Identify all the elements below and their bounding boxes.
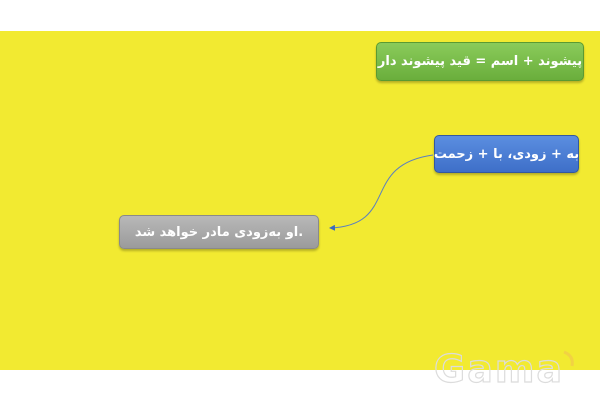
formula-text: پیشوند + اسم = قید پیشوند دار — [377, 54, 583, 69]
sentence-box: .او به‌زودی مادر خواهد شد — [119, 215, 319, 249]
gama-logo: Gama — [433, 346, 574, 386]
slide-background — [0, 31, 600, 370]
examples-text: به + زودی، با + زحمت — [433, 146, 580, 162]
examples-box: به + زودی، با + زحمت — [434, 135, 579, 173]
sentence-text: .او به‌زودی مادر خواهد شد — [134, 224, 304, 240]
gama-logo-text: Gama — [434, 347, 564, 386]
formula-box: پیشوند + اسم = قید پیشوند دار — [376, 42, 584, 81]
